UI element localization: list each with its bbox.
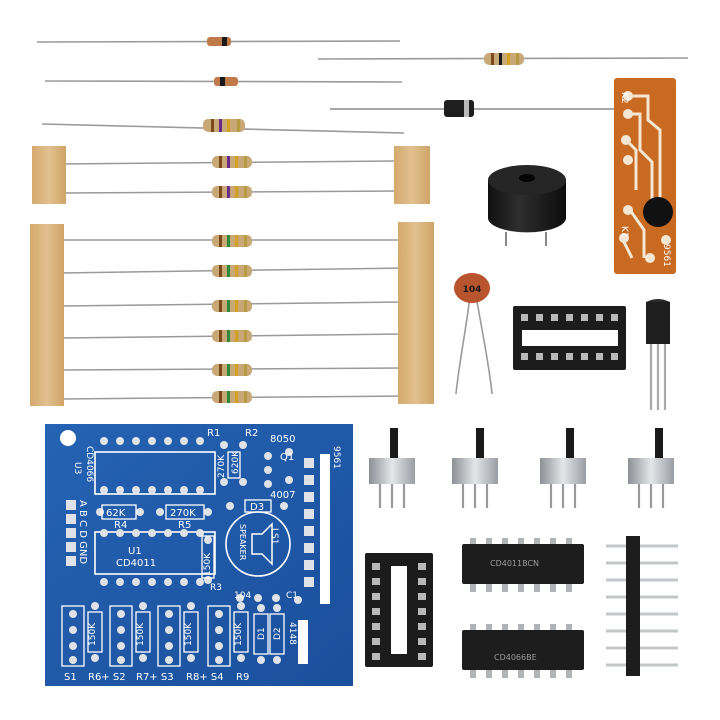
resistor-tape-strip-2 [30,222,434,406]
slide-switch-1 [369,428,415,508]
speaker-icon [251,522,273,566]
strip-resistor [212,330,252,342]
ic2-marking: CD4066BE [494,653,537,662]
pcb-label-r9: R9 [236,672,249,683]
pcb-label-8050: 8050 [270,434,295,445]
pcb-label-u1: U1 [128,546,142,557]
pcb-label-abcd-gnd: A B C D GND [77,500,88,564]
ceramic-capacitor: 104 [454,273,493,395]
module-label-k2: K2 [619,92,629,104]
pcb-label-270k: 270K [170,508,196,519]
strip-resistor [212,364,252,376]
pcb-label-r4: R4 [114,520,127,531]
pcb-label-speaker: SPEAKER [238,524,247,561]
pcb-label-9561: 9561 [331,446,341,469]
pcb-label-cd4066: CD4066 [84,446,94,482]
resistor-tape-strip-1 [32,146,430,204]
pcb-label-4148: 4148 [287,622,297,645]
slide-switch-3 [540,428,586,508]
ic-socket-vertical [365,553,433,667]
pcb-label-r8-s4: R8+ S4 [186,672,224,683]
pcb-label-150k-2: 150K [136,622,146,646]
pcb-label-150k-3: 150K [184,622,194,646]
glass-diode-1 [36,37,401,46]
pcb-label-620k: 620K [231,450,241,474]
pcb-label-d2: D2 [273,627,283,640]
slide-switch-4 [628,428,674,508]
pcb-label-104: 104 [234,591,251,601]
strip-resistor [212,156,252,168]
pin-header-strip [606,536,678,676]
chip-on-board-blob [643,197,673,227]
loose-resistor-2 [41,119,405,134]
loose-resistor-1 [317,53,689,65]
pcb-label-d3: D3 [250,502,264,513]
pcb-label-r6-s2: R6+ S2 [88,672,126,683]
strip-resistor [212,265,252,277]
strip-resistor [212,235,252,247]
ic-cd4011: CD4011BCN [462,538,584,592]
pcb-label-q1: Q1 [280,452,294,463]
main-pcb: CD4066 U3 R1 R2 8050 Q1 9561 620K 270K 4… [45,424,353,686]
pcb-label-r5: R5 [178,520,191,531]
module-label-code: 9561 [661,244,671,267]
pcb-label-c1: C1 [286,591,298,601]
pcb-label-4007: 4007 [270,490,295,501]
capacitor-code-label: 104 [463,285,482,295]
pcb-label-r3: R3 [210,583,222,593]
to92-transistor [646,299,670,410]
pcb-label-s1: S1 [64,672,77,683]
pcb-label-d1: D1 [257,627,267,640]
ic-socket-14pin [513,306,626,370]
pcb-label-u3: U3 [72,462,82,474]
sound-chip-module: K2 K1 9561 [614,78,676,274]
mounting-hole [60,430,76,446]
strip-resistor [212,300,252,312]
glass-diode-2 [44,77,403,86]
pcb-label-270k-vertical: 270K [217,454,227,478]
ic-cd4066: CD4066BE [462,624,584,678]
pcb-label-150k-r3: 150K [203,552,213,576]
pcb-label-cd4011: CD4011 [116,558,156,569]
strip-resistor [212,391,252,403]
pcb-label-r7-s3: R7+ S3 [136,672,174,683]
module-slot-outline [320,454,330,604]
piezo-buzzer [488,165,566,246]
strip-resistor [212,186,252,198]
pcb-label-r1: R1 [207,428,220,439]
pcb-label-150k-4: 150K [234,622,244,646]
ic1-marking: CD4011BCN [490,559,539,568]
module-label-k1: K1 [619,226,629,238]
pcb-label-ls1: LS1 [269,528,279,544]
pcb-label-150k-1: 150K [88,622,98,646]
slide-switch-2 [452,428,498,508]
pcb-label-62k: 62K [106,508,126,519]
pcb-label-r2: R2 [245,428,258,439]
